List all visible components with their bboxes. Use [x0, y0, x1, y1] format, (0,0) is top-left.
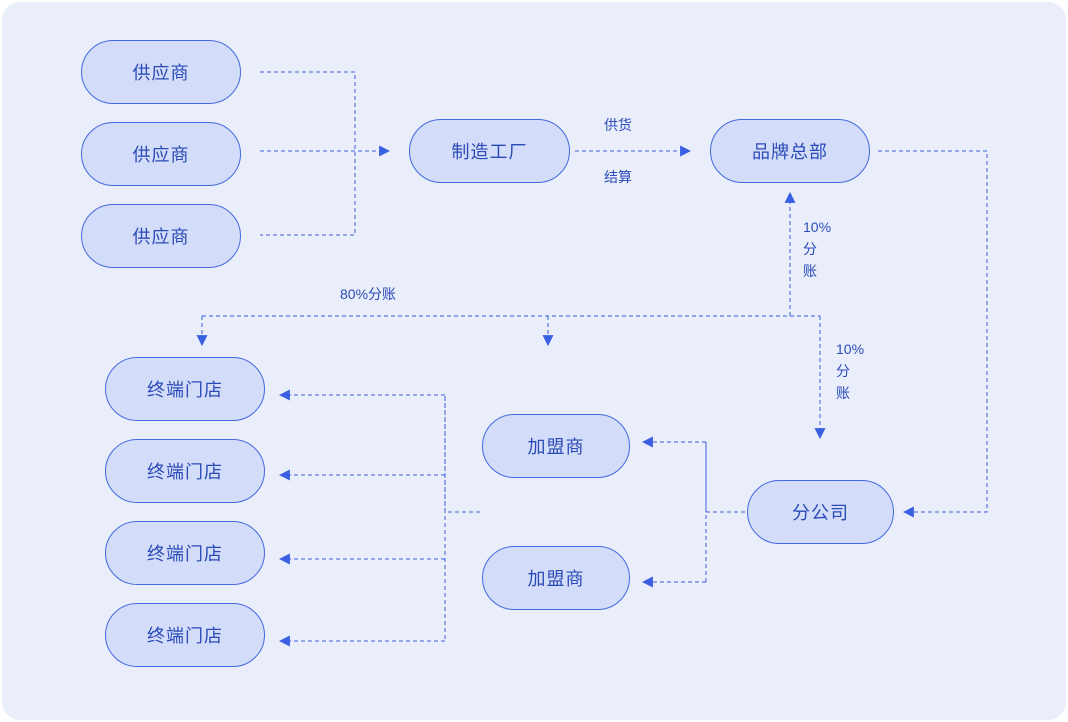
node-brand-hq[interactable]: 品牌总部 [710, 119, 870, 183]
label-split-80: 80%分账 [340, 286, 397, 302]
node-supplier-1[interactable]: 供应商 [81, 40, 241, 104]
label-split-10-branch-line2: 账 [836, 385, 850, 401]
node-store-1[interactable]: 终端门店 [105, 357, 265, 421]
node-factory[interactable]: 制造工厂 [409, 119, 570, 183]
edge-franchisee-trunk [444, 395, 480, 641]
edge-branch-trunk [705, 442, 745, 582]
node-franchisee-1[interactable]: 加盟商 [482, 414, 630, 478]
label-split-10-hq-line2: 账 [803, 263, 817, 279]
node-franchisee-2[interactable]: 加盟商 [482, 546, 630, 610]
node-store-2[interactable]: 终端门店 [105, 439, 265, 503]
label-split-10-branch-pct: 10% [836, 341, 865, 357]
label-split-10-hq: 10% 分 账 [803, 216, 831, 282]
label-split-10-branch-line1: 分 [836, 363, 850, 379]
label-split-10-branch: 10% 分 账 [836, 338, 864, 404]
edge-supplier-1 [260, 71, 356, 236]
node-store-3[interactable]: 终端门店 [105, 521, 265, 585]
label-supply: 供货 [604, 117, 632, 133]
node-store-4[interactable]: 终端门店 [105, 603, 265, 667]
node-branch[interactable]: 分公司 [747, 480, 894, 544]
label-split-10-hq-pct: 10% [803, 219, 832, 235]
label-settlement: 结算 [604, 169, 632, 185]
node-supplier-3[interactable]: 供应商 [81, 204, 241, 268]
edge-hq-to-branch [878, 150, 988, 518]
label-split-10-hq-line1: 分 [803, 241, 817, 257]
node-supplier-2[interactable]: 供应商 [81, 122, 241, 186]
